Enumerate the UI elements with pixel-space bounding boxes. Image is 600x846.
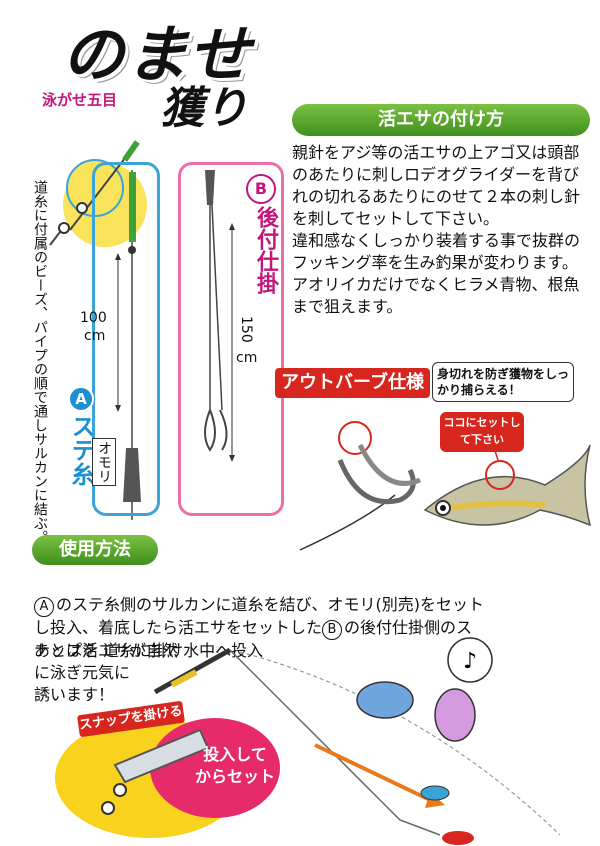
rig-b-unit: cm (236, 350, 258, 366)
sinker-icon (123, 448, 141, 502)
bead-icon (76, 202, 88, 214)
music-bubble-icon (447, 637, 493, 683)
fish-blue-icon (356, 681, 414, 719)
title-sub: 泳がせ五目 (38, 88, 122, 111)
bead-zoom-circle (66, 159, 124, 217)
usage-illustration: ♪ (55, 637, 561, 845)
live-bait-body: 親針をアジ等の活エサの上アゴ又は頭部のあたりに刺しロデオグライダーを背びれの切れ… (292, 143, 581, 316)
live-bait-heading: 活エサの付け方 (292, 104, 590, 136)
set-point-circle (485, 460, 515, 490)
pipe-icon (122, 140, 140, 162)
rear-rig-panel (178, 162, 284, 516)
usage-part2: の後付仕掛側のスナップを 道糸に掛け水中へ投入 (34, 618, 473, 660)
rig-a-length: 100 (80, 310, 107, 326)
usage-circle-a: A (34, 597, 54, 617)
rig-b-length: 150 (238, 316, 254, 343)
ste-line-panel (92, 162, 160, 516)
sinker-label: オモリ (92, 438, 116, 486)
rig-a-label: ステ糸 (67, 414, 95, 486)
ste-pipe (129, 172, 136, 242)
outbarb-desc: 身切れを防ぎ獲物をしっかり捕らえる！ (432, 362, 574, 402)
rig-b-circle: B (246, 174, 276, 204)
snap-detail-icon (113, 728, 210, 784)
title-kanji: 獲り (160, 83, 248, 134)
usage-heading: 使用方法 (32, 535, 158, 565)
title-main: のませ (62, 18, 253, 91)
sinker-bottom-icon (442, 831, 474, 845)
usage-part1: のステ糸側のサルカンに道糸を結び、オモリ(別売)をセットし投入、着底したら活エサ… (34, 595, 485, 637)
music-note-icon: ♪ (463, 649, 477, 674)
rig-diagram (49, 140, 235, 520)
bait-fish-icon (420, 785, 450, 801)
toss-label: 投入して からセット (194, 745, 275, 786)
outbarb-label: アウトバーブ仕様 (275, 368, 430, 398)
set-here-callout: ココにセットして下さい (440, 412, 524, 452)
fish-body (423, 444, 592, 527)
swivel-icon (58, 222, 70, 234)
rig-a-circle: A (68, 386, 94, 412)
snap-icon (205, 170, 215, 205)
note-vertical: 道糸に付属のビーズ、パイプの順で通しサルカンに結ぶ。 (32, 180, 48, 544)
rig-b-label: 後付仕掛 (253, 206, 278, 294)
fish-illustration (299, 419, 592, 551)
main-line (229, 649, 441, 836)
rig-a-unit: cm (84, 328, 106, 344)
usage-part3: あとは活エサが自然 に泳ぎ元気に 誘います！ (34, 641, 179, 704)
treble-hook-icon (204, 409, 216, 452)
squid-icon (434, 688, 476, 742)
usage-circle-b: B (322, 620, 343, 640)
barb-circle (338, 421, 372, 455)
slide-arrow (314, 743, 431, 802)
